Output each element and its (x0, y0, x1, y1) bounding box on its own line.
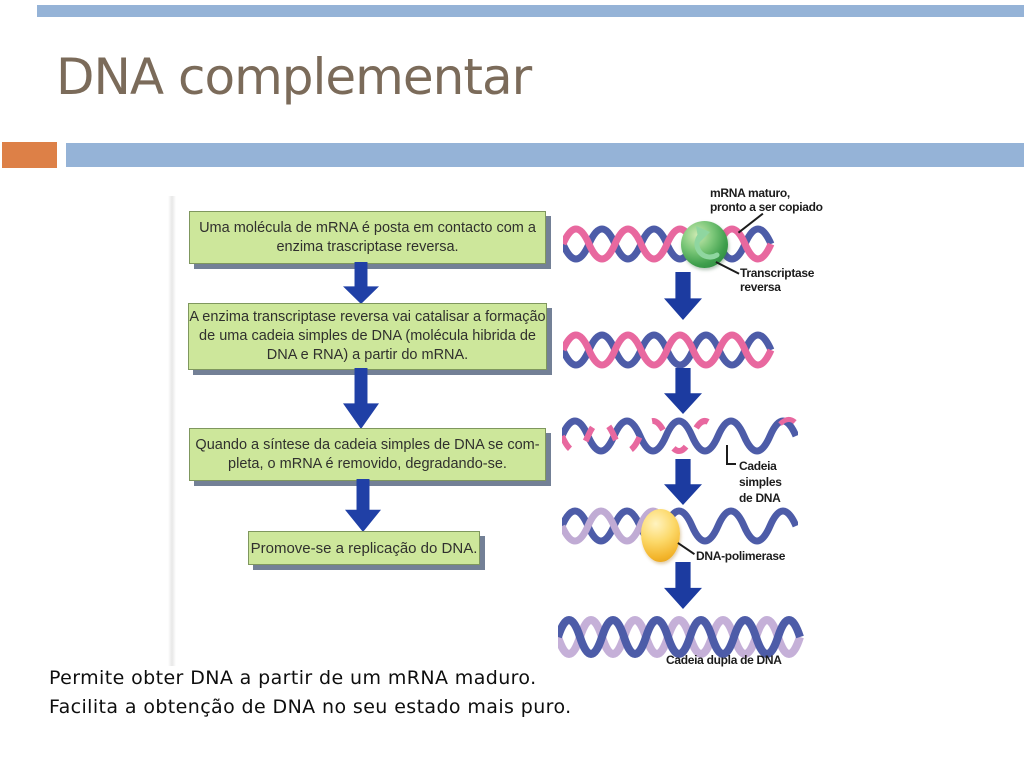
page-title: DNA complementar (56, 48, 532, 106)
diagram-arrow-down-icon (664, 562, 702, 609)
flow-box-replication: Promove-se a replicação do DNA. (248, 531, 480, 565)
helix-mrna (563, 225, 775, 263)
label-line: mRNA maturo, (710, 186, 790, 200)
flow-box-line: A enzima transcriptase reversa vai catal… (189, 309, 546, 325)
label-cadeia-simples: Cadeia simples de DNA (739, 458, 782, 506)
accent-bar-blue (66, 143, 1024, 167)
label-cadeia-dupla: Cadeia dupla de DNA (666, 653, 782, 667)
diagram-arrow-down-icon (664, 272, 702, 320)
flow-box-contact: Uma molécula de mRNA é posta em contacto… (189, 211, 546, 264)
accent-square-orange (2, 142, 57, 168)
pointer-line (726, 463, 736, 465)
flow-box-line: DNA e RNA) a partir do mRNA. (266, 347, 469, 363)
flow-box-line: pleta, o mRNA é removido, degradando-se. (228, 455, 507, 472)
label-line: Cadeia (739, 459, 777, 473)
flow-arrow-down-icon (343, 262, 379, 304)
label-line: pronto a ser copiado (710, 200, 823, 214)
flow-box-catalysis: A enzima transcriptase reversa vai catal… (188, 303, 547, 370)
flow-arrow-down-icon (343, 368, 379, 429)
label-mrna-maturo: mRNA maturo, pronto a ser copiado (710, 186, 823, 214)
footer-note-line: Permite obter DNA a partir de um mRNA ma… (49, 667, 537, 689)
label-line: simples (739, 475, 782, 489)
label-line: de DNA (739, 491, 781, 505)
reverse-transcriptase-sphere (681, 221, 728, 268)
footer-notes: Permite obter DNA a partir de um mRNA ma… (49, 664, 572, 722)
flow-box-line: Quando a síntese da cadeia simples de DN… (195, 436, 540, 453)
flow-box-degradation: Quando a síntese da cadeia simples de DN… (189, 428, 546, 481)
flow-box-line: de uma cadeia simples de DNA (molécula h… (199, 328, 536, 344)
flow-box-line: enzima trascriptase reversa. (276, 238, 459, 255)
helix-double-strand-dna (558, 616, 804, 658)
dna-polymerase-sphere (641, 509, 680, 562)
label-line: Cadeia dupla de DNA (666, 653, 782, 667)
diagram-arrow-down-icon (664, 459, 702, 505)
label-transcriptase-reversa: Transcriptase reversa (740, 266, 814, 294)
label-dna-polimerase: DNA-polimerase (696, 549, 785, 563)
footer-note-line: Facilita a obtenção de DNA no seu estado… (49, 696, 572, 718)
scan-edge-shadow (168, 196, 176, 666)
helix-single-strand-dna (562, 416, 798, 455)
label-line: DNA-polimerase (696, 549, 786, 563)
diagram-arrow-down-icon (664, 368, 702, 414)
helix-hybrid-dna-rna (563, 331, 775, 369)
flow-arrow-down-icon (345, 479, 381, 532)
top-accent-bar (37, 5, 1024, 17)
label-line: Transcriptase (740, 266, 815, 280)
pointer-line (726, 445, 728, 464)
label-line: reversa (740, 280, 781, 294)
curved-arrow-icon (694, 226, 720, 260)
flow-box-line: Uma molécula de mRNA é posta em contacto… (199, 219, 536, 236)
flow-box-line: Promove-se a replicação do DNA. (250, 539, 478, 557)
